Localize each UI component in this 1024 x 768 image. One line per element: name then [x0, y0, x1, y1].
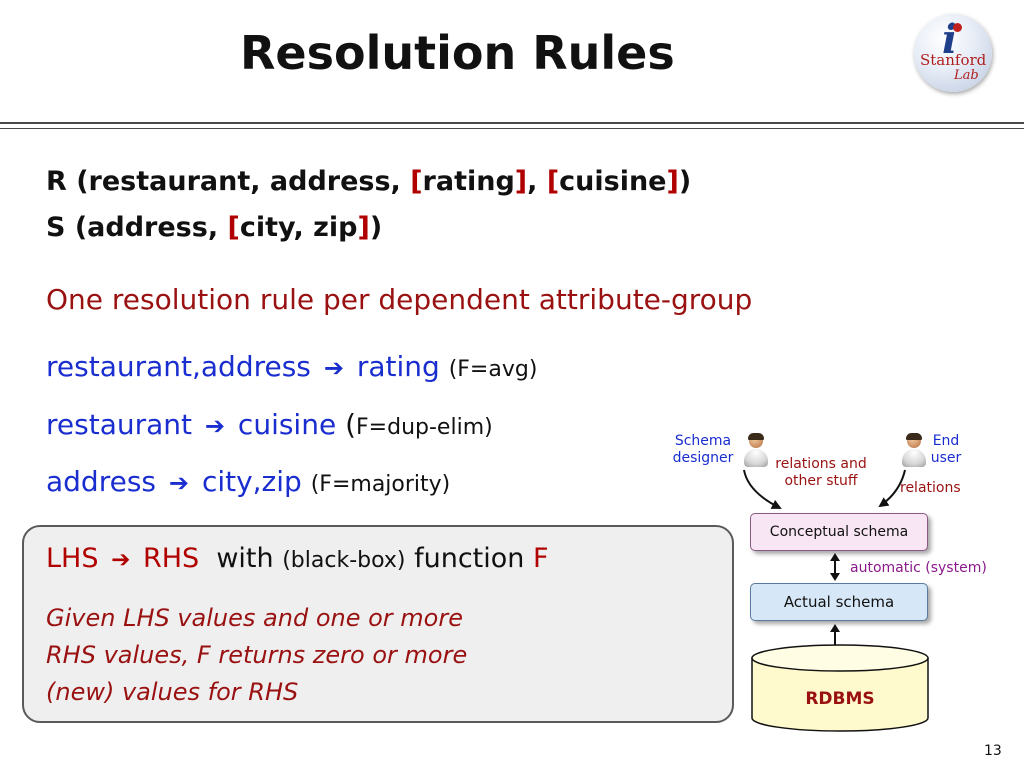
end-user-line: user	[930, 450, 962, 466]
schema-designer-line: designer	[672, 450, 734, 466]
schema-s-group1: city, zip	[239, 212, 358, 243]
schema-s-prefix: S (address,	[46, 212, 228, 243]
bracket-close: ]	[514, 166, 528, 197]
slide-title: Resolution Rules	[240, 26, 675, 80]
rhs-label: RHS	[142, 543, 200, 574]
relations-line: relations and	[775, 456, 867, 472]
function-f: F	[532, 543, 549, 574]
relations-and-other-stuff-label: relations and other stuff	[766, 456, 876, 490]
logo-suffix: Lab	[954, 68, 979, 83]
title-divider-top	[0, 122, 1024, 124]
arrow-icon: ➔	[323, 354, 344, 382]
rdbms-cylinder	[751, 644, 929, 732]
schema-designer-label: Schema designer	[664, 433, 742, 467]
page-number: 13	[984, 743, 1002, 759]
schema-line-s: S (address, [city, zip])	[46, 212, 382, 243]
rule-function: (F=avg)	[448, 357, 538, 382]
rule-rhs: cuisine	[237, 408, 337, 441]
arrow-icon: ➔	[168, 469, 190, 497]
schema-r-prefix: R (restaurant, address,	[46, 166, 411, 197]
relations-line: other stuff	[784, 473, 858, 489]
blackbox-text: (black-box)	[282, 548, 406, 573]
bracket-open: [	[410, 166, 423, 197]
schema-r-sep: ,	[527, 166, 547, 197]
relations-label: relations	[900, 480, 961, 496]
end-user-line: End	[932, 433, 960, 449]
definition-box	[22, 525, 734, 723]
rule-function: F=dup-elim)	[356, 415, 493, 440]
end-user-label: End user	[926, 433, 966, 467]
lhs-label: LHS	[46, 543, 99, 574]
rule-rhs: rating	[356, 350, 440, 383]
arrow-icon: ➔	[111, 547, 131, 573]
schema-line-r: R (restaurant, address, [rating], [cuisi…	[46, 166, 691, 197]
definition-headline: LHS ➔ RHS with (black-box) function F	[46, 543, 549, 574]
title-divider-bottom	[0, 128, 1024, 129]
bracket-open: [	[227, 212, 240, 243]
stanford-infolab-logo: i Stanford Lab	[914, 14, 992, 92]
definition-text-line: (new) values for RHS	[46, 678, 299, 706]
schema-r-group1: rating	[422, 166, 515, 197]
actual-schema-box: Actual schema	[750, 583, 928, 621]
logo-word: Stanford	[920, 51, 987, 69]
rule-function: (F=majority)	[310, 472, 451, 497]
schema-s-suffix: )	[369, 212, 383, 243]
rule-rating: restaurant,address ➔ rating (F=avg)	[46, 350, 537, 383]
rule-lhs: restaurant,address	[46, 350, 311, 383]
function-text: function	[414, 543, 525, 574]
rule-function-open: (	[345, 408, 357, 441]
heading-one-rule-per-group: One resolution rule per dependent attrib…	[46, 283, 753, 316]
rule-city-zip: address ➔ city,zip (F=majority)	[46, 465, 450, 498]
logo-dot	[953, 23, 962, 32]
conceptual-schema-box: Conceptual schema	[750, 513, 928, 551]
designer-to-conceptual-arrow	[743, 469, 782, 509]
bracket-open: [	[546, 166, 560, 197]
rule-cuisine: restaurant ➔ cuisine (F=dup-elim)	[46, 408, 493, 441]
schema-designer-person-icon	[744, 433, 768, 468]
definition-text-line: RHS values, F returns zero or more	[46, 641, 468, 669]
schema-designer-line: Schema	[674, 433, 732, 449]
with-text: with	[216, 543, 274, 574]
rule-rhs: city,zip	[201, 465, 302, 498]
rule-lhs: restaurant	[46, 408, 192, 441]
bracket-close: ]	[666, 166, 679, 197]
arrow-icon: ➔	[204, 412, 226, 440]
end-user-person-icon	[902, 433, 926, 468]
user-to-conceptual-arrow	[878, 469, 906, 508]
definition-text-line: Given LHS values and one or more	[46, 604, 463, 632]
schema-r-group2: cuisine	[559, 166, 667, 197]
rule-lhs: address	[46, 465, 157, 498]
schema-r-suffix: )	[678, 166, 692, 197]
bracket-close: ]	[357, 212, 370, 243]
automatic-system-label: automatic (system)	[850, 560, 987, 576]
rdbms-label: RDBMS	[805, 689, 875, 709]
